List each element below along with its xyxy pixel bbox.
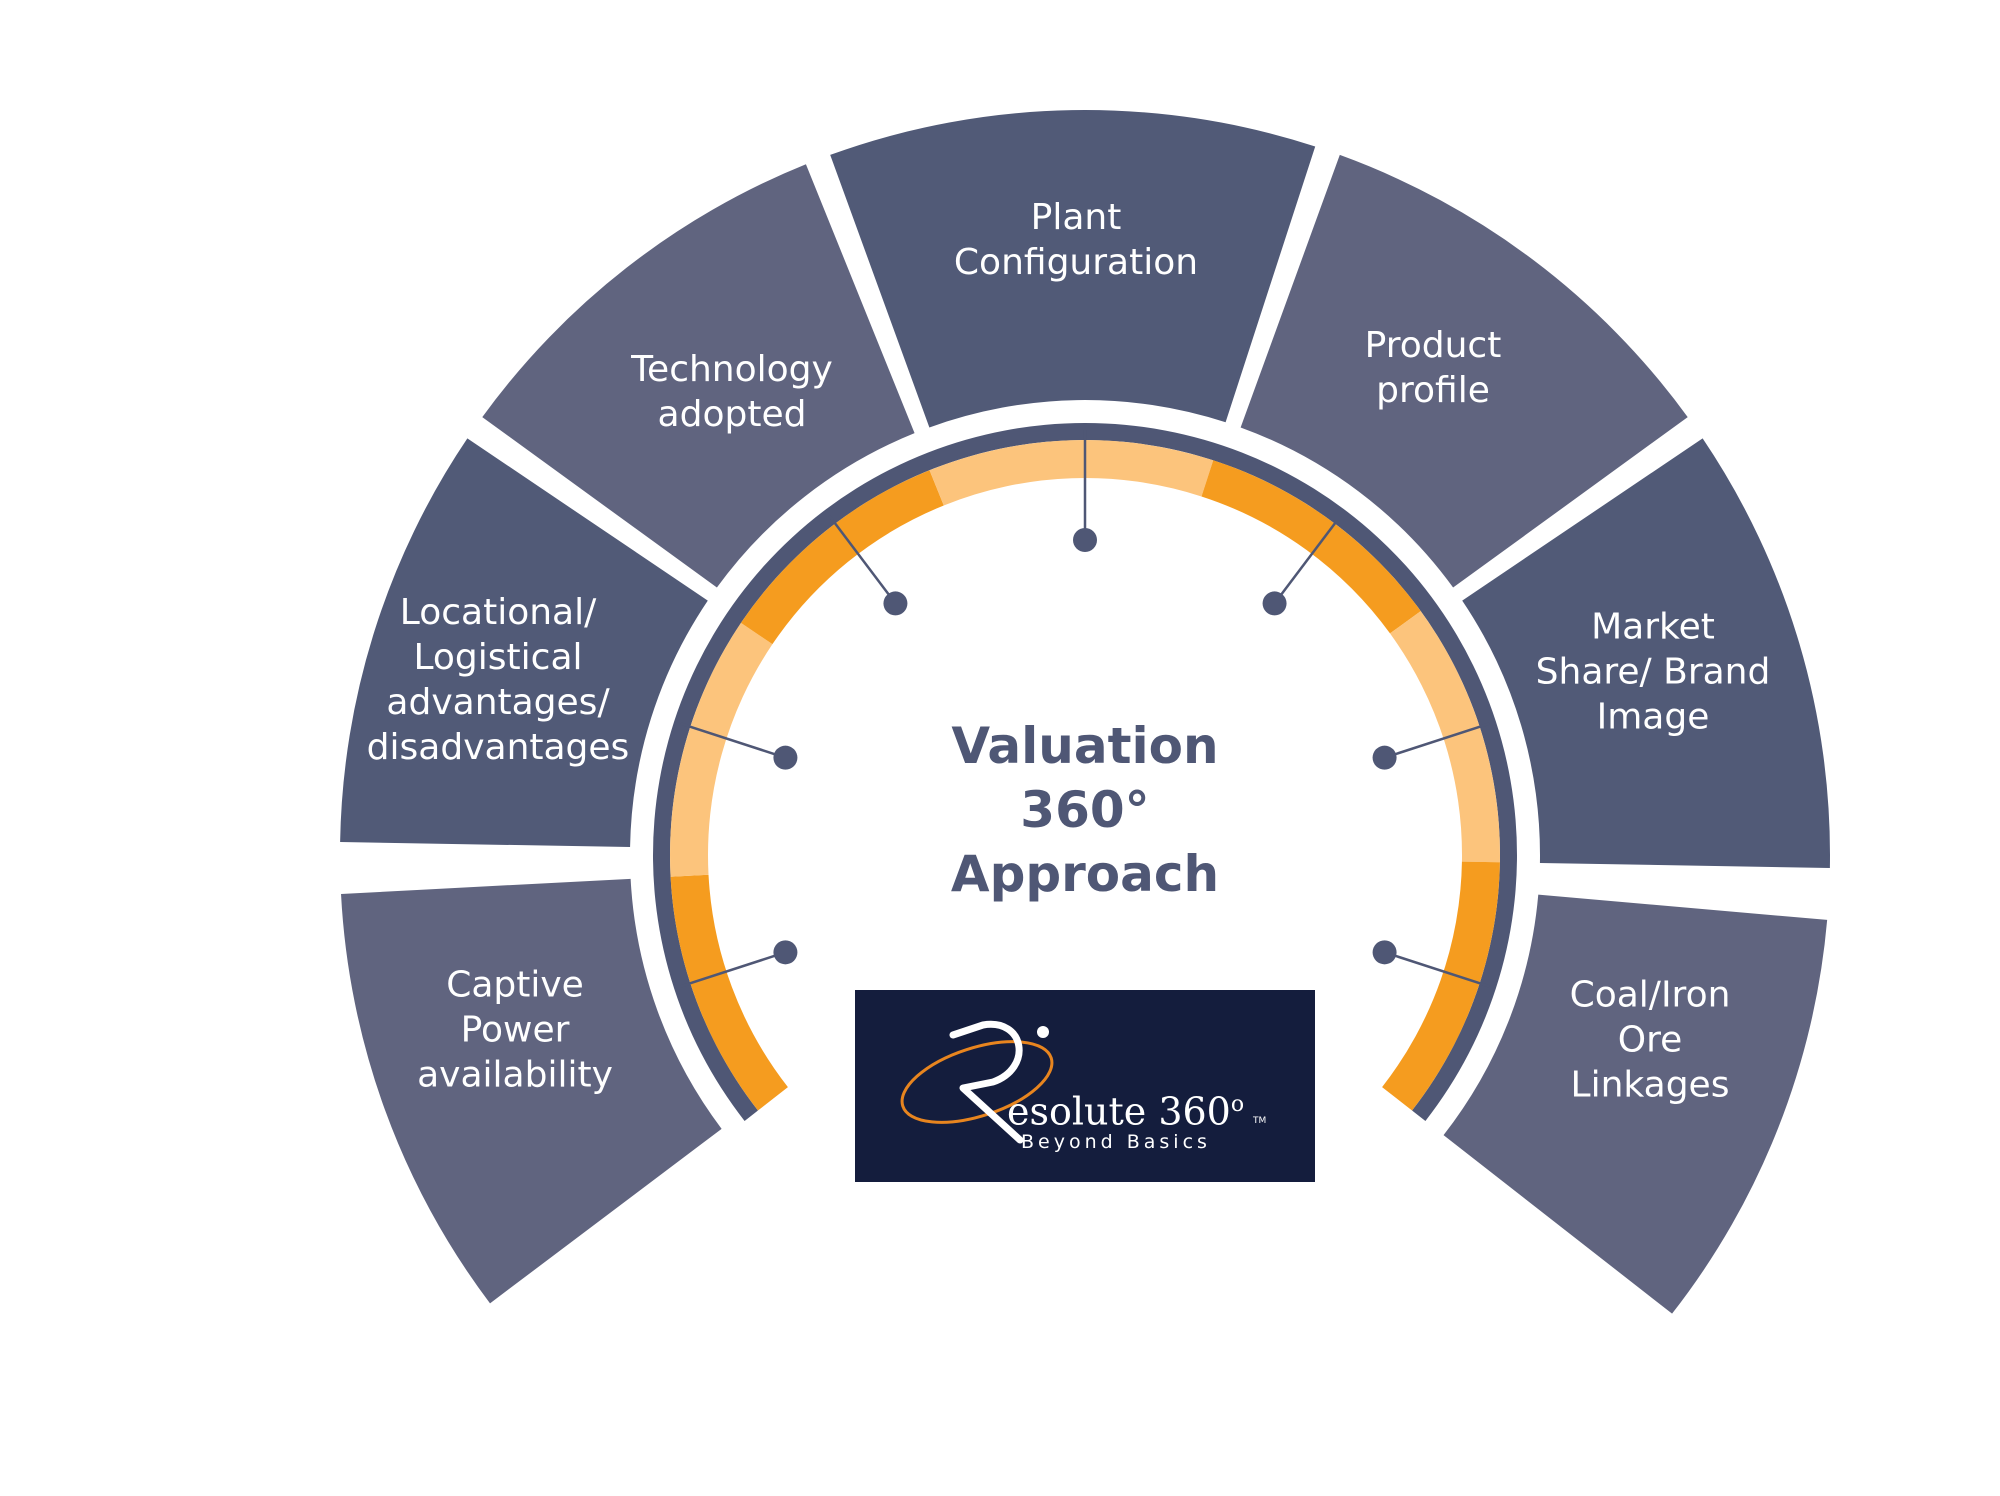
connector-line-6 xyxy=(680,951,786,988)
connector-dot-5 xyxy=(773,745,798,770)
connector-dot-3 xyxy=(1073,528,1097,552)
connector-dot-6 xyxy=(773,940,798,965)
ring-band-1 xyxy=(670,622,773,877)
segment-label-coal-iron: Coal/Iron Ore Linkages xyxy=(1569,974,1731,1106)
resolute-logo: esolute 360o Beyond Basics TM xyxy=(855,990,1315,1182)
logo-r-glyph-icon xyxy=(949,1020,1024,1144)
connector-line-5 xyxy=(680,722,786,759)
connector-line-4 xyxy=(828,514,897,605)
segment-product-profile xyxy=(1240,154,1688,588)
segment-market-share xyxy=(1462,438,1830,869)
logo-tagline: Beyond Basics xyxy=(1021,1131,1211,1153)
connector-group xyxy=(680,430,1490,988)
segment-locational xyxy=(340,438,708,848)
segment-coal-iron xyxy=(1443,894,1828,1314)
connector-line-1 xyxy=(1384,722,1490,759)
ring-band-3 xyxy=(929,439,1214,506)
ring-group xyxy=(652,423,1517,1121)
connector-line-2 xyxy=(1273,514,1342,605)
segment-plant-configuration xyxy=(830,109,1316,428)
ring-band-0 xyxy=(670,874,788,1111)
logo-dot-icon xyxy=(1037,1026,1049,1038)
segment-label-locational: Locational/ Logistical advantages/ disad… xyxy=(366,592,630,768)
ring-band-4 xyxy=(1201,460,1421,634)
segment-label-plant-configuration: Plant Configuration xyxy=(953,197,1199,283)
ring-band-2 xyxy=(740,470,944,645)
connector-line-0 xyxy=(1384,951,1490,988)
segment-captive-power xyxy=(341,878,722,1304)
connector-dot-2 xyxy=(1262,591,1287,616)
segment-group xyxy=(340,109,1830,1314)
logo-mark xyxy=(900,1020,1054,1144)
connector-dot-1 xyxy=(1372,745,1397,770)
segment-label-product-profile: Product profile xyxy=(1364,325,1502,411)
center-title: Valuation 360° Approach xyxy=(950,717,1220,903)
segment-label-technology: Technology adopted xyxy=(631,349,833,435)
connector-dot-0 xyxy=(1372,940,1397,965)
segment-technology xyxy=(482,164,915,588)
ring-band-6 xyxy=(1382,861,1500,1111)
logo-name: esolute 360o xyxy=(1007,1089,1245,1134)
segment-label-market-share: Market Share/ Brand Image xyxy=(1535,606,1771,738)
connector-dot-4 xyxy=(883,591,908,616)
segment-label-captive-power: Captive Power availability xyxy=(417,964,613,1096)
logo-tm: TM xyxy=(1253,1116,1267,1126)
ring-band-5 xyxy=(1389,611,1500,863)
